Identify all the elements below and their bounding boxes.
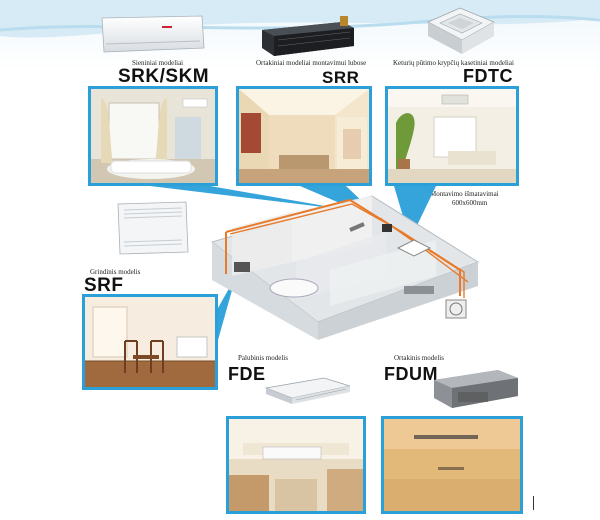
floor-unit-image [112,198,192,258]
floor-unit-room-photo [82,294,218,390]
srr-caption: Ortakiniai modeliai montavimui lubose [256,59,367,67]
wall-unit-room-photo [88,86,218,186]
srf-caption: Grindinis modelis [90,268,141,276]
srf-model-code: SRF [84,275,124,296]
duct-unit-image [258,14,358,58]
srk-model-code: SRK/SKM [118,66,210,87]
fde-model-code: FDE [228,364,266,384]
srk-caption: Sieniniai modeliai [132,59,184,67]
duct-fdum-room-photo [381,416,523,514]
srr-model-code: SRR [322,68,360,87]
fdum-model-code: FDUM [384,364,438,384]
fde-caption: Palubinis modelis [238,354,288,362]
fdtc-model-code: FDTC [463,66,513,86]
wall-unit-image [98,14,206,54]
fdtc-caption: Keturių pūtimo krypčių kasetiniai modeli… [393,59,514,67]
duct-unit-fdum-image [428,362,524,412]
ceiling-suspended-unit-image [262,374,354,408]
mounting-dimensions-size: 600x600mm [452,199,488,207]
ceiling-suspended-room-photo [226,416,366,514]
mounting-dimensions-note: Montavimo išmatavimai [430,190,499,198]
page-edge-marker [533,496,534,510]
duct-unit-room-photo [236,86,372,186]
cassette-unit-image [420,2,500,58]
fdum-caption: Ortakinis modelis [394,354,444,362]
cassette-unit-room-photo [385,86,519,186]
